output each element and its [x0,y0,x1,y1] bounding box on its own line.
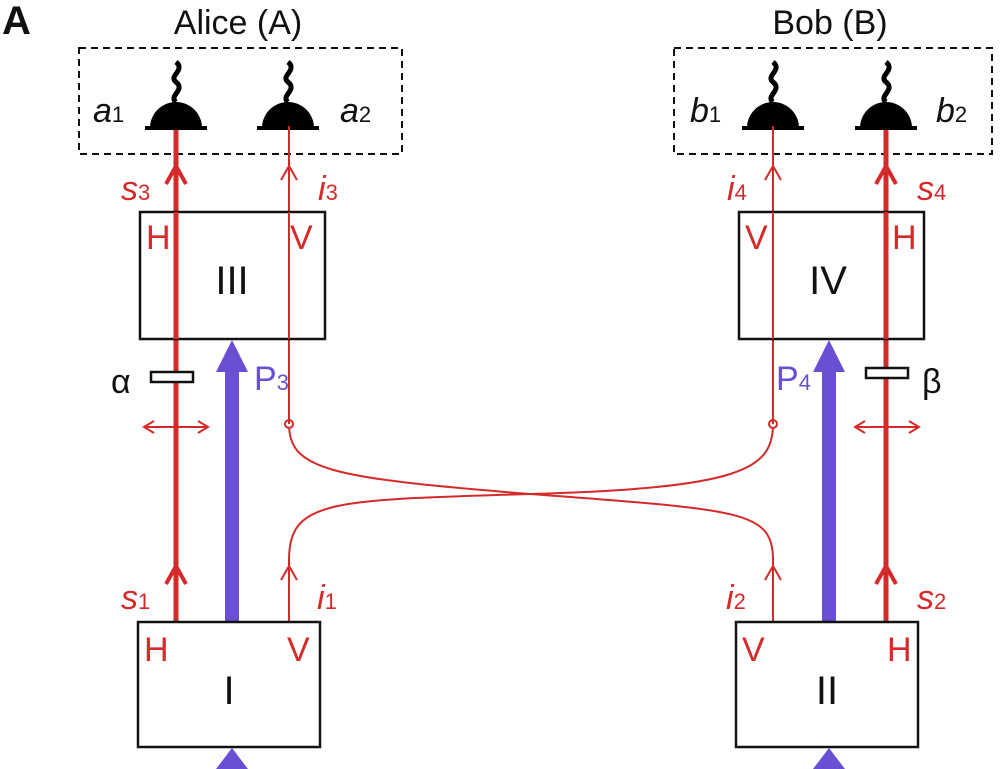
mode-s3-label: s3 [121,170,150,208]
detector-b1-label: b1 [690,92,721,130]
translation-arrow-left-icon [142,420,210,434]
alice-detector-box [78,47,403,155]
pol-V-IV: V [745,219,768,257]
mode-s1-label: s1 [121,579,150,617]
pump-p2-arrowhead [813,748,845,769]
detector-a1-label: a1 [93,92,124,130]
signal-s3-arrow [164,161,188,185]
idler-i4-arrow [764,163,782,181]
mode-i3-label: i3 [318,170,338,208]
detector-b2-icon [855,60,917,130]
signal-s4-arrow [874,161,898,185]
source-II-label: II [816,669,838,713]
idler-i2-arrow [764,563,782,581]
mode-i2-label: i2 [726,579,746,617]
pump-p3-arrowhead [216,340,248,372]
phase-plate-beta-label: β [922,363,942,401]
pol-H-IV: H [892,219,917,257]
signal-s2-arrow [874,561,898,585]
source-III-label: III [215,259,248,303]
detector-b2-label: b2 [936,92,967,130]
source-IV-label: IV [809,259,847,303]
bob-title: Bob (B) [772,4,887,42]
phase-plate-beta [864,366,910,380]
pol-V-III: V [290,219,313,257]
mode-i1-label: i1 [317,579,337,617]
bob-detector-box [673,47,993,155]
source-box-III [138,210,327,341]
source-box-IV [737,210,926,341]
pol-V-I: V [287,631,310,669]
pol-H-I: H [144,631,169,669]
pump-p3-label: P3 [254,360,289,398]
translation-arrow-right-icon [853,420,921,434]
panel-label: A [2,0,31,43]
phase-plate-alpha [149,370,195,384]
detector-a1-icon [145,60,207,130]
pol-H-II: H [887,631,912,669]
mode-s4-label: s4 [917,170,946,208]
pol-V-II: V [742,631,765,669]
signal-s1-arrow [164,561,188,585]
pump-p4-arrowhead [813,340,845,372]
pump-p1-arrowhead [216,748,248,769]
phase-plate-alpha-label: α [111,363,131,401]
idler-fiber-i1-to-i4 [288,423,774,561]
source-I-label: I [223,669,234,713]
pol-H-III: H [146,219,171,257]
idler-fiber-i2-to-i3 [288,423,774,561]
alice-title: Alice (A) [174,4,302,42]
detector-a2-icon [257,60,319,130]
source-box-II [734,620,920,749]
mode-i4-label: i4 [727,170,747,208]
detector-a2-label: a2 [340,92,371,130]
idler-i3-arrow [280,163,298,181]
detector-b1-icon [742,60,804,130]
idler-i1-arrow [280,563,298,581]
mode-s2-label: s2 [917,579,946,617]
source-box-I [136,620,322,749]
pump-p4-label: P4 [776,360,811,398]
